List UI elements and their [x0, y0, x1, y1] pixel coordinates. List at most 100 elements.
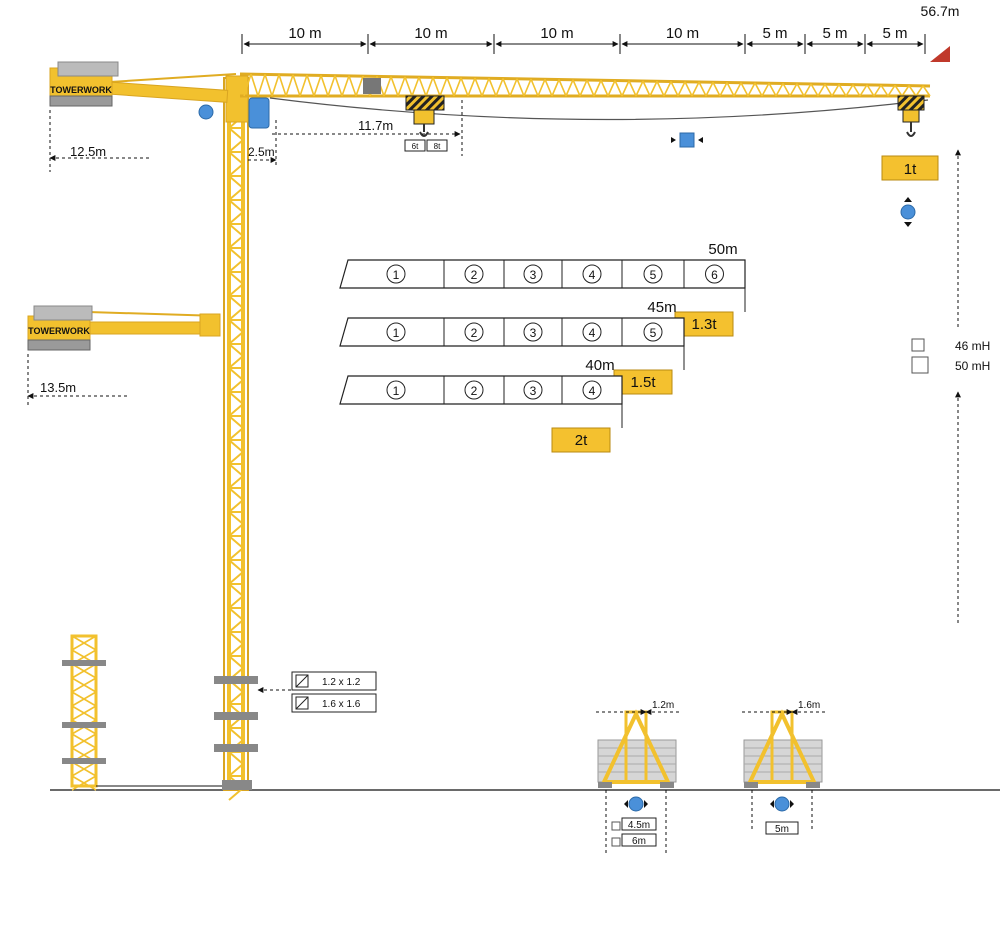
- mast-size-option: 1.2 x 1.2: [322, 677, 361, 688]
- section-number: 4: [589, 268, 596, 282]
- jib-segment-length: 10 m: [540, 25, 573, 42]
- jib-ballast: [363, 78, 381, 94]
- jib-segment-length: 10 m: [666, 25, 699, 42]
- section-number-circle: [705, 264, 724, 284]
- height-legend: 46 mH 50 mH: [911, 338, 990, 374]
- counterjib-top-length: 12.5m: [70, 144, 106, 159]
- section-number-circle: [643, 322, 663, 342]
- mast-legend: 1.2 x 1.2 1.6 x 1.6: [257, 671, 377, 713]
- section-number-circle: [582, 322, 602, 342]
- jib-max-length: 56.7m: [921, 3, 960, 19]
- base-1: [597, 709, 677, 788]
- section-number: 2: [471, 326, 478, 340]
- section-number-circle: [464, 264, 484, 284]
- section-number-circle: [643, 264, 663, 284]
- config-load-box: [613, 369, 673, 395]
- tower-mast: [214, 77, 258, 801]
- base-2: [743, 709, 823, 788]
- mast-size-option: 1.6 x 1.6: [322, 699, 361, 710]
- slew-rotation-icon: [198, 104, 214, 120]
- config-length: 50m: [708, 241, 737, 258]
- cab-offset: 2.5m: [248, 145, 275, 159]
- section-number-circle: [386, 264, 406, 284]
- jib-segment-length: 10 m: [414, 25, 447, 42]
- section-number-circle: [464, 380, 484, 400]
- jib-configurations: 1 2 3 4 5 6 50m 1.3t 1 2 3 4 5 45m 1.5t 1 2 3 4 40m 2t: [339, 241, 746, 453]
- trolley-tag: 8t: [434, 142, 441, 151]
- section-number-circle: [464, 322, 484, 342]
- height-option: 50 mH: [955, 359, 990, 373]
- base1-rotation-icon: [624, 796, 648, 812]
- section-number-circle: [523, 380, 543, 400]
- config-load: 1.3t: [691, 316, 717, 333]
- config-load-box: [551, 427, 611, 453]
- brand-text: TOWERWORK: [50, 85, 112, 95]
- tip-load-label: 1t: [904, 161, 917, 178]
- trolley-tag: 6t: [412, 142, 419, 151]
- slewing-unit: [225, 75, 249, 123]
- section-number: 5: [650, 326, 657, 340]
- jib-config-row: [339, 317, 685, 347]
- hook-icon: [906, 131, 916, 137]
- base1-dim: 4.5m: [628, 820, 650, 831]
- section-number: 4: [589, 326, 596, 340]
- config-load: 2t: [575, 432, 588, 449]
- counterweight: [27, 339, 91, 351]
- mast-collar: [214, 712, 258, 720]
- section-number: 1: [393, 268, 400, 282]
- base2-mast-width: 1.6m: [798, 700, 820, 711]
- jib-segment-length: 10 m: [288, 25, 321, 42]
- section-number: 3: [530, 384, 537, 398]
- trolley-tip: [897, 95, 925, 137]
- operator-cab: [248, 97, 270, 129]
- mast-collar: [214, 676, 258, 684]
- base1-mast-width: 1.2m: [652, 700, 674, 711]
- mast-section-illustration: [62, 634, 222, 791]
- tip-load-box: [881, 155, 939, 181]
- base2-dim: 5m: [775, 824, 789, 835]
- height-option: 46 mH: [955, 339, 990, 353]
- trolley-travel-icon: [671, 132, 703, 148]
- section-number: 2: [471, 268, 478, 282]
- section-number: 3: [530, 268, 537, 282]
- jib-segment-length: 5 m: [762, 25, 787, 42]
- config-length: 40m: [585, 357, 614, 374]
- section-number-circle: [523, 322, 543, 342]
- jib-tip-marker: [930, 46, 950, 62]
- mast-collar: [214, 744, 258, 752]
- base1-dim: 6m: [632, 836, 646, 847]
- section-number-circle: [386, 380, 406, 400]
- section-number-circle: [523, 264, 543, 284]
- base2-rotation-icon: [770, 796, 794, 812]
- section-number: 6: [711, 268, 718, 282]
- config-load: 1.5t: [630, 374, 656, 391]
- hook-icon: [419, 131, 429, 137]
- brand-text: TOWERWORK: [28, 326, 90, 336]
- config-length: 45m: [647, 299, 676, 316]
- section-number: 1: [393, 384, 400, 398]
- section-number: 2: [471, 384, 478, 398]
- counterweight: [49, 95, 113, 107]
- section-number-circle: [582, 264, 602, 284]
- section-number: 5: [650, 268, 657, 282]
- mast-base: [222, 780, 252, 790]
- counterjib-lower-length: 13.5m: [40, 380, 76, 395]
- hook-height-icon: [900, 197, 916, 227]
- counterjib-lower: TOWERWORK: [27, 305, 221, 351]
- section-number-circle: [582, 380, 602, 400]
- hoist-rope: [269, 97, 929, 121]
- section-number: 1: [393, 326, 400, 340]
- counterjib-top: TOWERWORK: [49, 61, 237, 107]
- section-number-circle: [386, 322, 406, 342]
- jib-config-row: [339, 375, 623, 405]
- jib: [239, 72, 931, 121]
- trolley-tags: 6t 8t: [404, 139, 448, 152]
- max-load-radius: 11.7m: [358, 118, 393, 133]
- section-number: 4: [589, 384, 596, 398]
- jib-segment-length: 5 m: [882, 25, 907, 42]
- trolley-near: [405, 95, 445, 137]
- section-number: 3: [530, 326, 537, 340]
- config-load-box: [674, 311, 734, 337]
